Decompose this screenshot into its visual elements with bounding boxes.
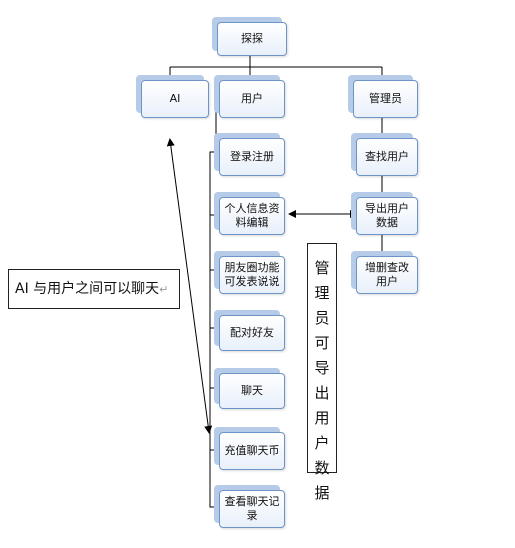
crud-users-node: 增删查改用户 [356, 256, 418, 294]
admin-export-note: 管 理 员 可 导 出 用 户 数 据 [307, 243, 337, 502]
root-node: 探探 [217, 22, 287, 56]
login-register-node: 登录注册 [219, 138, 285, 176]
user-trunk-line [209, 110, 217, 508]
chat-history-node: 查看聊天记录 [219, 490, 285, 528]
ai-chat-note: AI 与用户之间可以聊天↵ [8, 269, 180, 309]
root-to-branches-connector [169, 56, 383, 77]
ai-node: AI [141, 80, 209, 118]
profile-edit-node: 个人信息资料编辑 [219, 197, 285, 235]
export-user-data-node: 导出用户数据 [356, 197, 418, 235]
user-node: 用户 [219, 80, 285, 118]
chat-node: 聊天 [219, 373, 285, 409]
admin-node: 管理员 [353, 80, 418, 118]
recharge-coins-node: 充值聊天币 [219, 432, 285, 470]
ai-chat-arrow [166, 138, 213, 434]
find-user-node: 查找用户 [356, 138, 418, 176]
moments-node: 朋友圈功能可发表说说 [219, 256, 285, 294]
match-friends-node: 配对好友 [219, 315, 285, 351]
